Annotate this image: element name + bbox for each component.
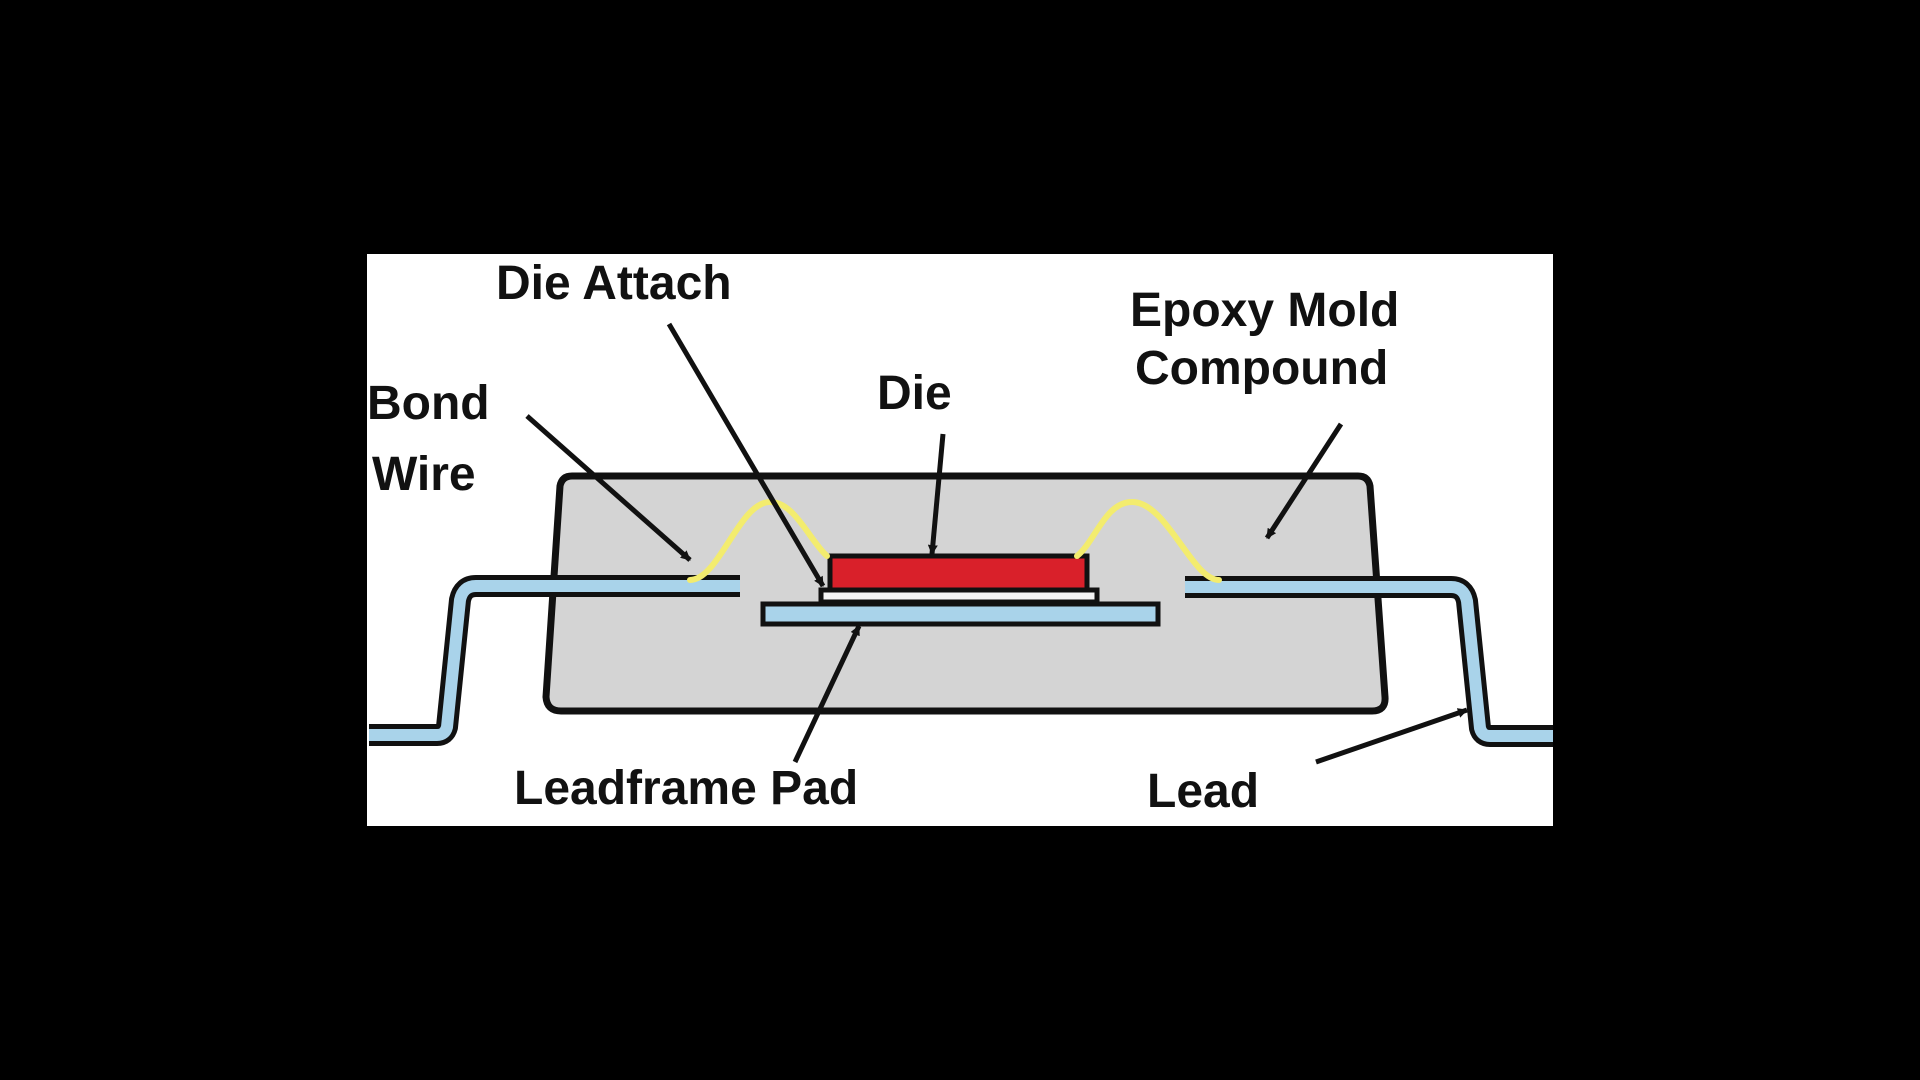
leadframe-pad-pointer-arrow [792, 624, 862, 764]
package-cross-section-diagram: Die Attach Epoxy Mold Compound Bond Wire… [367, 257, 1553, 818]
bond-wire-left [687, 498, 830, 583]
die-label: Die [877, 367, 952, 420]
bond-wire-pointer-arrow [525, 414, 692, 562]
epoxy-mold-label-line1: Epoxy Mold [1130, 284, 1399, 337]
bond-wire-right [1074, 498, 1222, 583]
die-attach-label: Die Attach [496, 257, 732, 310]
leadframe-pad-label: Leadframe Pad [514, 762, 858, 815]
epoxy-mold-pointer-arrow [1264, 422, 1344, 540]
die-pointer-arrow [927, 433, 946, 555]
epoxy-mold-label-line2: Compound [1135, 342, 1388, 395]
bond-wire-label-line1: Bond [367, 377, 490, 430]
lead-label: Lead [1147, 765, 1259, 818]
diagram-panel: Die Attach Epoxy Mold Compound Bond Wire… [367, 254, 1553, 826]
bond-wire-label-line2: Wire [372, 448, 476, 501]
leadframe-pad [760, 601, 1161, 627]
right-lead-fill [1185, 581, 1553, 742]
lead-pointer-arrow [1315, 707, 1468, 765]
die [827, 553, 1090, 593]
die-attach-pointer-arrow [666, 322, 826, 588]
left-lead-fill [369, 580, 740, 741]
